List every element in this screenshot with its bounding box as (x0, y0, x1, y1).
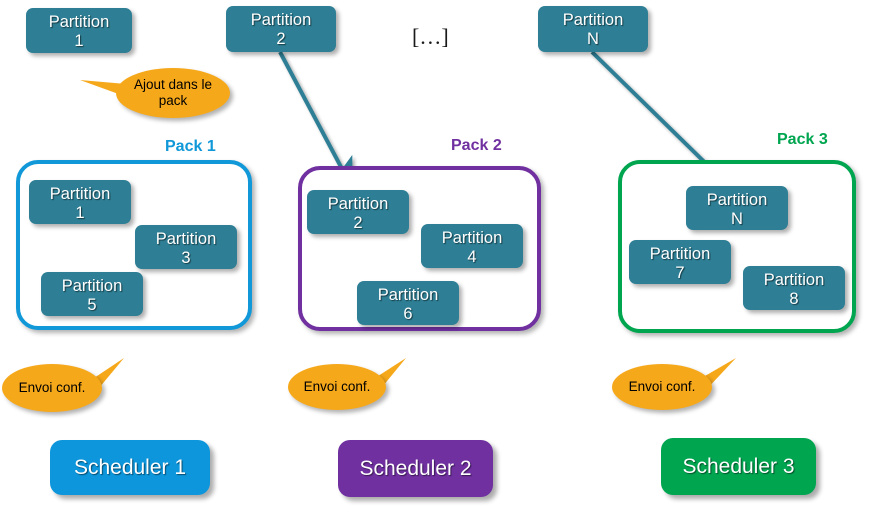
partition-label-line1: Partition (562, 11, 624, 29)
partition-label-line2: 7 (675, 264, 685, 282)
scheduler-2-label: Scheduler 2 (359, 456, 472, 480)
callout-envoi-conf-1[interactable]: Envoi conf. (2, 352, 132, 418)
callout-bubble: Envoi conf. (288, 364, 386, 410)
callout-text: Envoi conf. (628, 379, 696, 394)
partition-label-line2: N (731, 210, 743, 228)
callout-bubble: Envoi conf. (612, 364, 712, 410)
pack3-partition-N[interactable]: Partition N (686, 186, 788, 230)
pack2-partition-6[interactable]: Partition 6 (357, 281, 459, 325)
callout-text: Envoi conf. (18, 380, 86, 395)
pack3-partition-7[interactable]: Partition 7 (629, 240, 731, 284)
partition-label-line1: Partition (61, 277, 123, 295)
partition-label-line1: Partition (706, 191, 768, 209)
callout-envoi-conf-3[interactable]: Envoi conf. (612, 352, 747, 418)
partition-label-line1: Partition (48, 13, 110, 31)
partition-label-line2: 2 (353, 214, 363, 232)
callout-tail (80, 80, 126, 96)
callout-text: Ajout dans le pack (133, 77, 213, 108)
callout-ajout-dans-le-pack[interactable]: Ajout dans le pack (80, 64, 230, 118)
callout-bubble: Envoi conf. (2, 364, 102, 412)
arrow-partition2-to-pack2 (278, 51, 353, 190)
scheduler-3-label: Scheduler 3 (682, 454, 795, 478)
partition-label-line1: Partition (250, 11, 312, 29)
scheduler-2-box[interactable]: Scheduler 2 (338, 440, 493, 497)
partition-label-line2: 5 (87, 296, 97, 314)
scheduler-1-label: Scheduler 1 (73, 455, 187, 479)
pack1-partition-3[interactable]: Partition 3 (135, 225, 237, 269)
partition-label-line2: 1 (75, 204, 85, 222)
partition-chip-top-2[interactable]: Partition 2 (226, 6, 336, 52)
pack-2-label: Pack 2 (451, 137, 502, 154)
pack2-partition-4[interactable]: Partition 4 (421, 224, 523, 268)
callout-envoi-conf-2[interactable]: Envoi conf. (288, 352, 418, 418)
ellipsis-marker: […] (412, 24, 449, 49)
pack2-partition-2[interactable]: Partition 2 (307, 190, 409, 234)
partition-label-line2: 4 (467, 248, 477, 266)
partition-label-line1: Partition (327, 195, 389, 213)
partition-label-line2: N (587, 30, 599, 48)
callout-text: Envoi conf. (303, 379, 371, 394)
partition-label-line1: Partition (49, 185, 111, 203)
pack-3-label: Pack 3 (777, 131, 828, 148)
partition-chip-top-1[interactable]: Partition 1 (26, 8, 132, 53)
pack3-partition-8[interactable]: Partition 8 (743, 266, 845, 310)
partition-label-line2: 2 (276, 30, 286, 48)
partition-label-line1: Partition (155, 230, 217, 248)
partition-label-line1: Partition (649, 245, 711, 263)
partition-label-line2: 6 (403, 305, 413, 323)
pack-1-label: Pack 1 (165, 138, 216, 155)
scheduler-3-box[interactable]: Scheduler 3 (661, 438, 816, 495)
scheduler-1-box[interactable]: Scheduler 1 (50, 440, 210, 495)
partition-chip-top-N[interactable]: Partition N (538, 6, 648, 52)
callout-bubble: Ajout dans le pack (116, 68, 230, 118)
partition-label-line2: 1 (74, 32, 84, 50)
partition-label-line1: Partition (441, 229, 503, 247)
partition-label-line2: 3 (181, 249, 191, 267)
pack1-partition-1[interactable]: Partition 1 (29, 180, 131, 224)
partition-label-line1: Partition (763, 271, 825, 289)
partition-label-line1: Partition (377, 286, 439, 304)
pack1-partition-5[interactable]: Partition 5 (41, 272, 143, 316)
partition-label-line2: 8 (789, 290, 799, 308)
